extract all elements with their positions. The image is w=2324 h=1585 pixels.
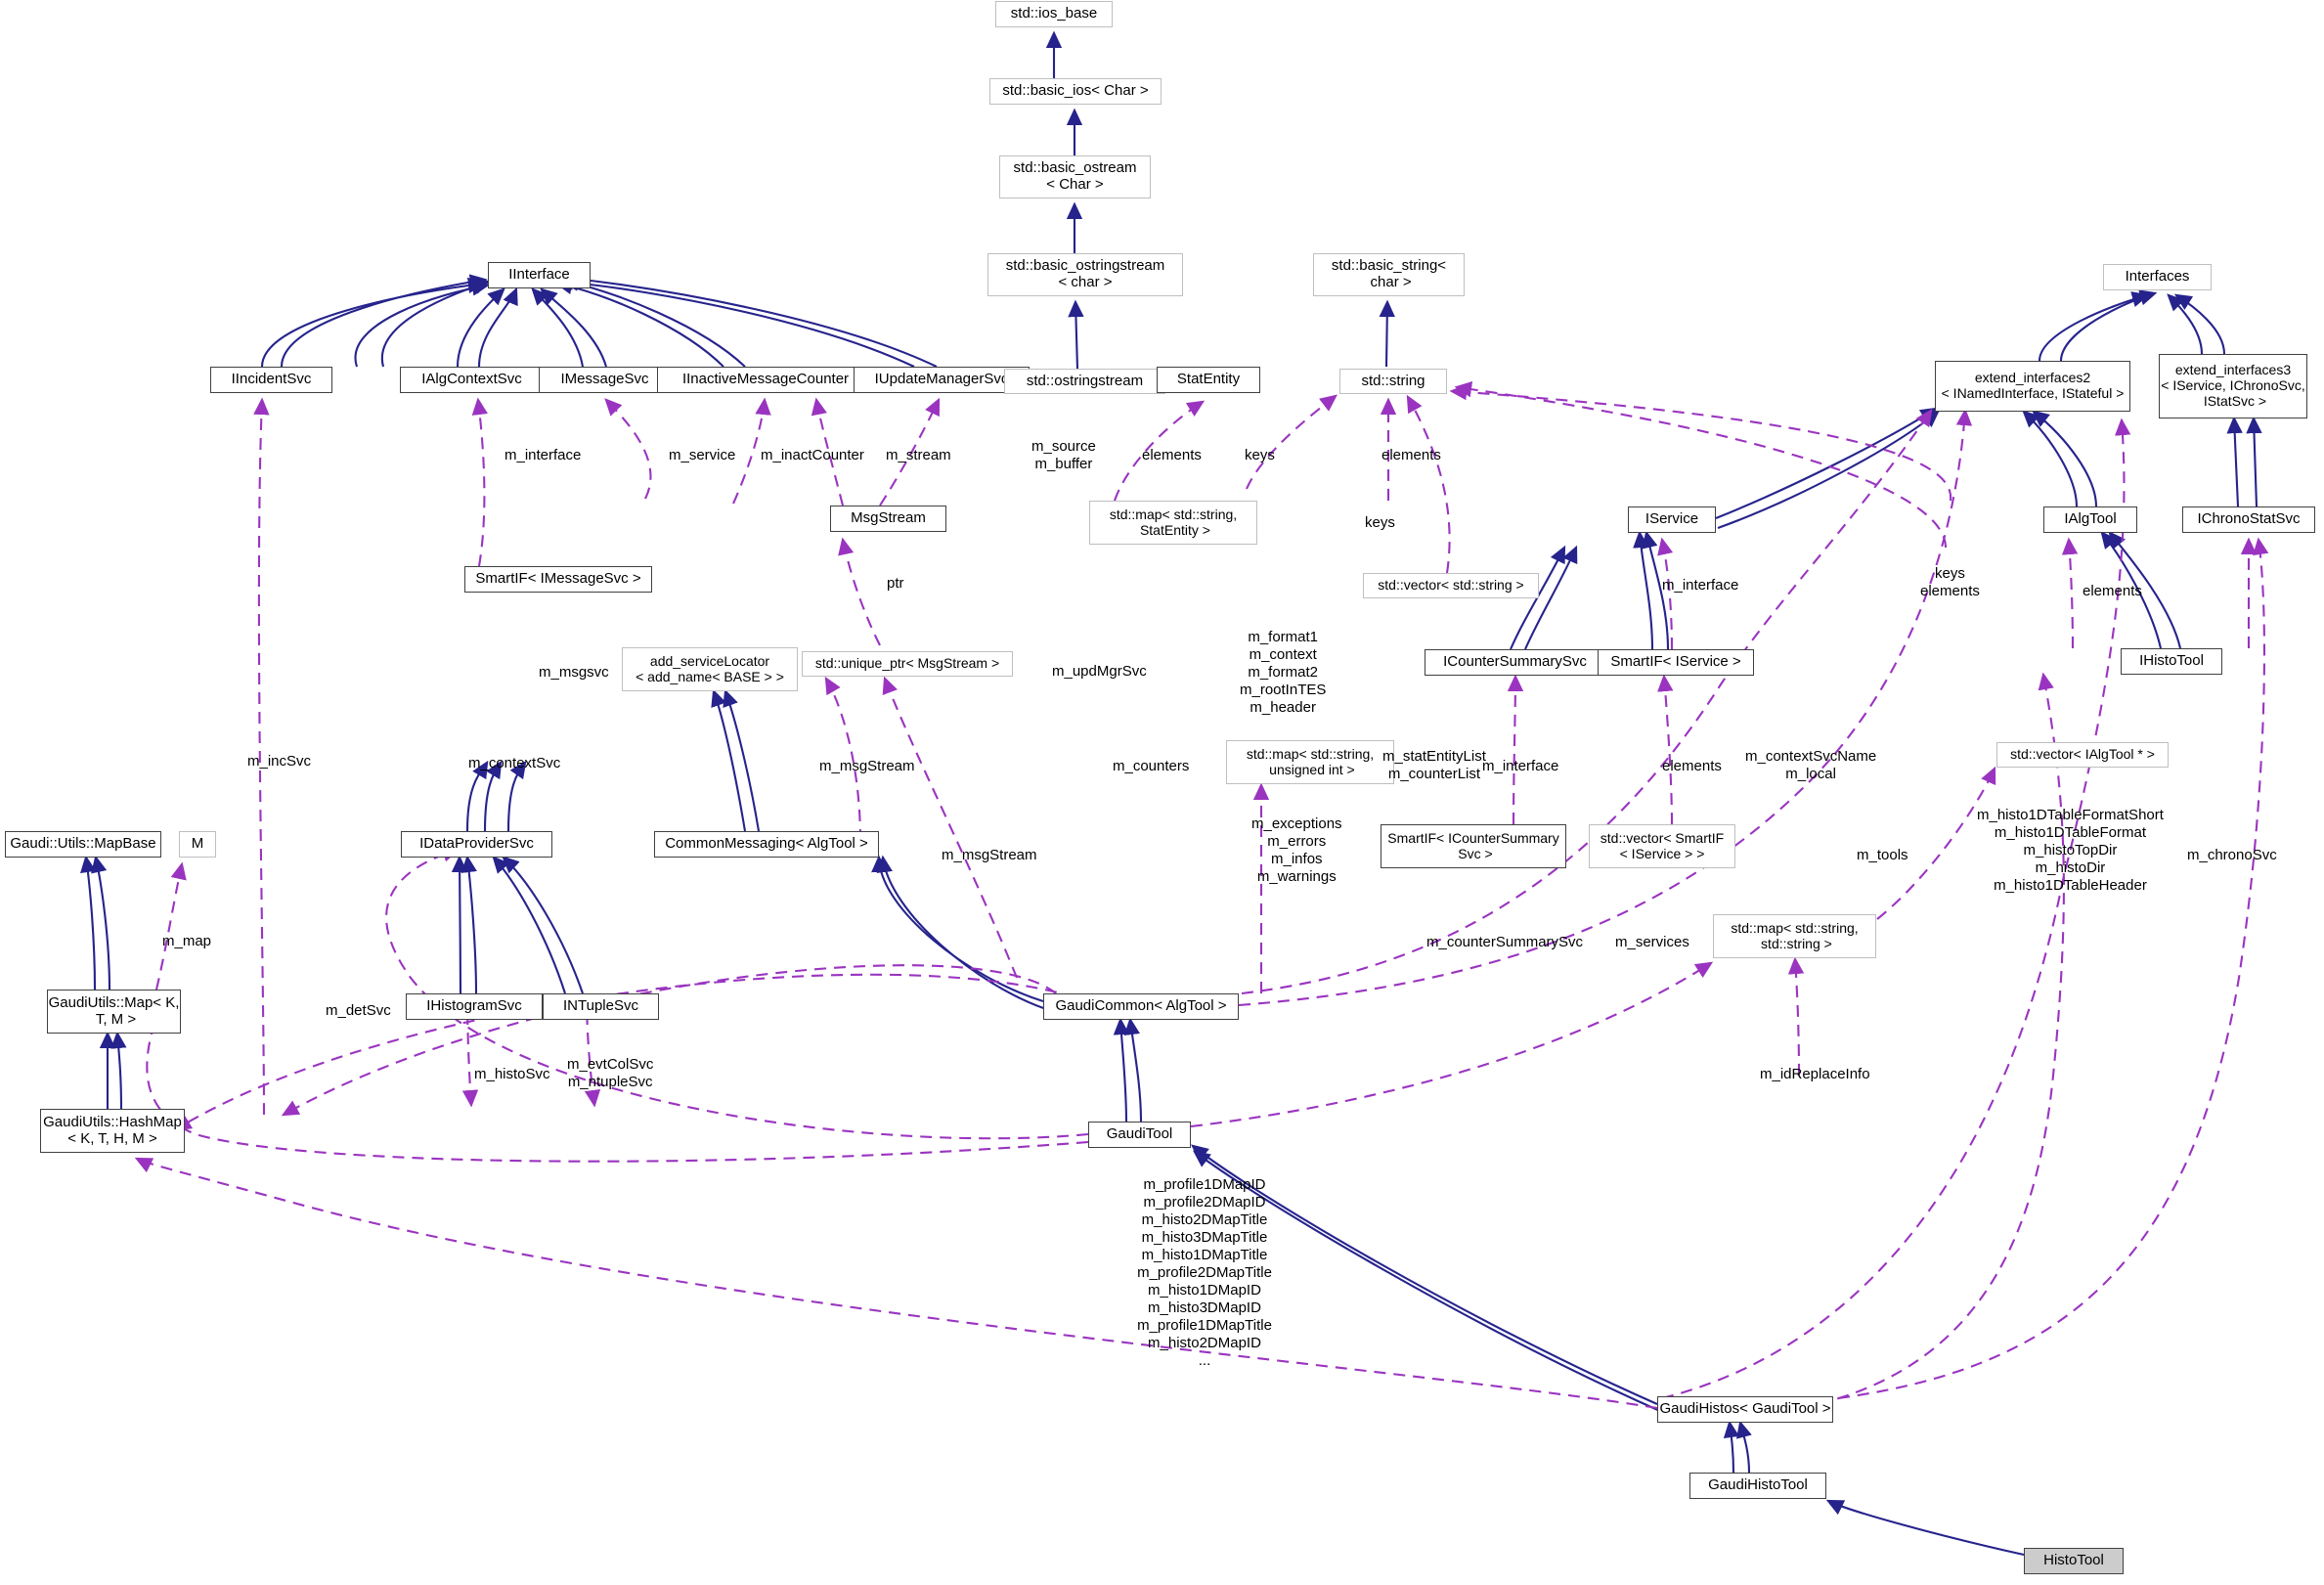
edge-label-m-contextsvc-1: m_contextSvc — [468, 755, 561, 771]
edge-label-elements-3: elements — [2083, 583, 2142, 599]
node-smartif-imessagesvc[interactable]: SmartIF< IMessageSvc > — [464, 566, 652, 593]
node-std-string[interactable]: std::string — [1339, 369, 1447, 394]
edge-label-m-msgstream-1: m_msgStream — [819, 758, 915, 774]
node-smartif-icountersummarysvc[interactable]: SmartIF< ICounterSummary Svc > — [1381, 824, 1566, 868]
edge-label-m-map: m_map — [162, 933, 212, 949]
node-gaudicommon-algtool[interactable]: GaudiCommon< AlgTool > — [1043, 993, 1239, 1020]
edge-label-m-chronosvc: m_chronoSvc — [2187, 847, 2277, 863]
node-std-basic-ostringstream[interactable]: std::basic_ostringstream < char > — [987, 253, 1183, 296]
node-std-basic-string[interactable]: std::basic_string< char > — [1313, 253, 1465, 296]
edge-label-keys-1: keys — [1245, 447, 1275, 463]
edge-label-m-interface-3: m_interface — [1482, 758, 1559, 774]
node-gaudi-utils-mapbase[interactable]: Gaudi::Utils::MapBase — [5, 831, 161, 858]
edge-label-m-service: m_service — [669, 447, 736, 463]
node-std-basic-ostream[interactable]: std::basic_ostream < Char > — [999, 155, 1151, 198]
edge-label-m-stream: m_stream — [886, 447, 951, 463]
edge-label-elements-1: elements — [1142, 447, 1202, 463]
node-extend-interfaces3[interactable]: extend_interfaces3 < IService, IChronoSv… — [2159, 354, 2307, 418]
edge-label-keys-elements-right: keys elements — [1920, 565, 1980, 599]
node-iupdatemanagersvc[interactable]: IUpdateManagerSvc — [854, 367, 1030, 393]
node-iinterface[interactable]: IInterface — [488, 262, 591, 288]
node-icountersummarysvc[interactable]: ICounterSummarySvc — [1425, 649, 1605, 676]
node-gaudihistotool[interactable]: GaudiHistoTool — [1689, 1473, 1826, 1499]
edge-label-m-tools: m_tools — [1857, 847, 1908, 863]
edge-label-m-countersummarysvc: m_counterSummarySvc — [1426, 934, 1584, 950]
node-intuplesvc[interactable]: INTupleSvc — [543, 993, 659, 1020]
edge-label-m-interface-1: m_interface — [504, 447, 582, 463]
edge-label-histo-table-block: m_histo1DTableFormatShort m_histo1DTable… — [1977, 807, 2164, 894]
edge-label-elements-4: elements — [1662, 758, 1722, 774]
edge-label-elements-2: elements — [1381, 447, 1441, 463]
node-std-vector-string[interactable]: std::vector< std::string > — [1363, 573, 1539, 598]
node-ialgcontextsvc[interactable]: IAlgContextSvc — [400, 367, 544, 393]
edge-label-m-counters: m_counters — [1113, 758, 1190, 774]
node-gaudihistos-gauditool[interactable]: GaudiHistos< GaudiTool > — [1657, 1396, 1833, 1423]
node-iservice[interactable]: IService — [1628, 506, 1716, 533]
node-msgstream[interactable]: MsgStream — [830, 506, 946, 532]
node-ialgtool[interactable]: IAlgTool — [2043, 506, 2137, 533]
edge-label-m-detsvc: m_detSvc — [326, 1002, 391, 1019]
node-ihistogramsvc[interactable]: IHistogramSvc — [406, 993, 543, 1020]
node-smartif-iservice[interactable]: SmartIF< IService > — [1598, 649, 1754, 676]
node-idataprovidersvc[interactable]: IDataProviderSvc — [401, 831, 552, 858]
node-commonmessaging-algtool[interactable]: CommonMessaging< AlgTool > — [654, 831, 879, 858]
edge-label-m-incsvc: m_incSvc — [247, 753, 312, 770]
edge-label-m-contextsvcname: m_contextSvcName m_local — [1745, 748, 1877, 782]
node-statentity[interactable]: StatEntity — [1157, 367, 1260, 393]
edge-label-m-source-m-buffer: m_source m_buffer — [1031, 438, 1096, 472]
edge-label-m-services: m_services — [1615, 934, 1689, 950]
edge-label-format-block: m_format1 m_context m_format2 m_rootInTE… — [1240, 629, 1327, 716]
edge-label-m-updmgrsvc: m_updMgrSvc — [1052, 663, 1147, 680]
edge-label-exceptions-block: m_exceptions m_errors m_infos m_warnings — [1251, 815, 1342, 885]
node-extend-interfaces2[interactable]: extend_interfaces2 < INamedInterface, IS… — [1935, 361, 2130, 412]
node-ihistotool[interactable]: IHistoTool — [2121, 648, 2222, 675]
edge-label-keys-2: keys — [1365, 514, 1395, 531]
node-iincidentsvc[interactable]: IIncidentSvc — [210, 367, 332, 393]
node-imessagesvc[interactable]: IMessageSvc — [539, 367, 671, 393]
node-std-map-string-string[interactable]: std::map< std::string, std::string > — [1713, 914, 1876, 958]
edge-label-m-histosvc: m_histoSvc — [474, 1066, 550, 1082]
edge-label-ptr: ptr — [887, 575, 904, 592]
node-gaudiutils-hashmap[interactable]: GaudiUtils::HashMap < K, T, H, M > — [40, 1109, 185, 1153]
node-gauditool[interactable]: GaudiTool — [1088, 1122, 1191, 1148]
edge-label-m-msgsvc: m_msgsvc — [539, 664, 609, 681]
node-std-vector-ialgtool-ptr[interactable]: std::vector< IAlgTool * > — [1996, 742, 2169, 768]
node-std-map-string-unsigned-int[interactable]: std::map< std::string, unsigned int > — [1226, 740, 1394, 784]
node-interfaces[interactable]: Interfaces — [2103, 264, 2212, 290]
node-std-ostringstream[interactable]: std::ostringstream — [1004, 369, 1165, 394]
edge-label-m-inactcounter: m_inactCounter — [761, 447, 864, 463]
node-histotool-focus[interactable]: HistoTool — [2024, 1548, 2124, 1574]
node-std-basic-ios[interactable]: std::basic_ios< Char > — [989, 78, 1162, 105]
edge-label-m-msgstream-2: m_msgStream — [942, 847, 1037, 863]
node-iinactivemessagecounter[interactable]: IInactiveMessageCounter — [657, 367, 874, 393]
edge-label-profile-block: m_profile1DMapID m_profile2DMapID m_hist… — [1137, 1176, 1272, 1369]
node-add-servicelocator[interactable]: add_serviceLocator < add_name< BASE > > — [622, 647, 798, 691]
edge-label-m-statentitylist: m_statEntityList m_counterList — [1382, 748, 1486, 782]
edge-label-m-idreplaceinfo: m_idReplaceInfo — [1760, 1066, 1870, 1082]
edge-label-m-evtcolsvc: m_evtColSvc m_ntupleSvc — [567, 1056, 654, 1090]
node-std-vector-smartif-iservice[interactable]: std::vector< SmartIF < IService > > — [1589, 824, 1735, 868]
edge-label-m-interface-2: m_interface — [1662, 577, 1739, 594]
node-gaudiutils-map[interactable]: GaudiUtils::Map< K, T, M > — [47, 990, 181, 1034]
node-std-ios-base[interactable]: std::ios_base — [995, 1, 1113, 27]
node-ichronostatsvc[interactable]: IChronoStatSvc — [2182, 506, 2315, 533]
node-std-unique-ptr-msgstream[interactable]: std::unique_ptr< MsgStream > — [802, 651, 1013, 677]
node-m[interactable]: M — [179, 831, 216, 858]
node-std-map-string-statentity[interactable]: std::map< std::string, StatEntity > — [1089, 501, 1257, 545]
